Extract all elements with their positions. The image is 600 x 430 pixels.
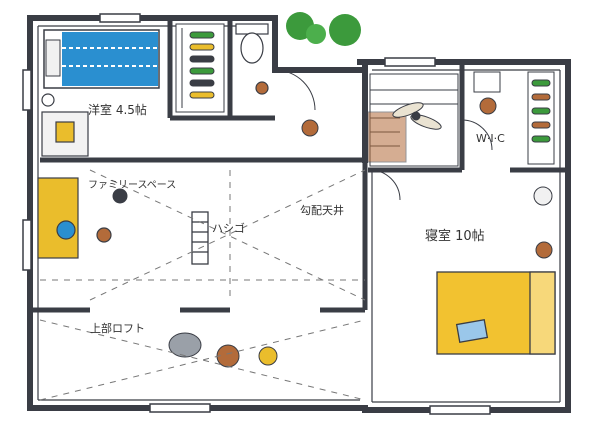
windows xyxy=(22,13,491,415)
wall-outlines xyxy=(37,25,561,403)
wic-racks xyxy=(473,71,555,165)
desk xyxy=(41,93,89,157)
clothes-rack-icon xyxy=(175,23,225,113)
plant-icon xyxy=(286,12,361,46)
bedroom-bed-icon xyxy=(436,271,556,355)
family-desk xyxy=(37,177,112,259)
label-upper-loft: 上部ロフト xyxy=(90,321,145,335)
label-bedroom: 寝室 10帖 xyxy=(425,228,485,244)
toilet-icon xyxy=(235,23,269,95)
person-icon xyxy=(112,97,553,368)
doors xyxy=(274,69,493,201)
ladder-icon xyxy=(191,211,209,265)
label-sloped-ceiling: 勾配天井 xyxy=(300,203,344,217)
label-western-room: 洋室 4.5帖 xyxy=(88,102,147,117)
ceiling-fan-icon xyxy=(392,102,442,130)
label-family-space: ファミリースペース xyxy=(88,180,176,191)
interior-walls xyxy=(30,18,568,313)
laptop-icon xyxy=(455,318,489,344)
ceiling-dashes xyxy=(39,169,366,401)
label-wic: W·I·C xyxy=(476,132,505,145)
label-ladder: ハシゴ xyxy=(212,221,245,235)
bed-icon xyxy=(43,29,160,89)
